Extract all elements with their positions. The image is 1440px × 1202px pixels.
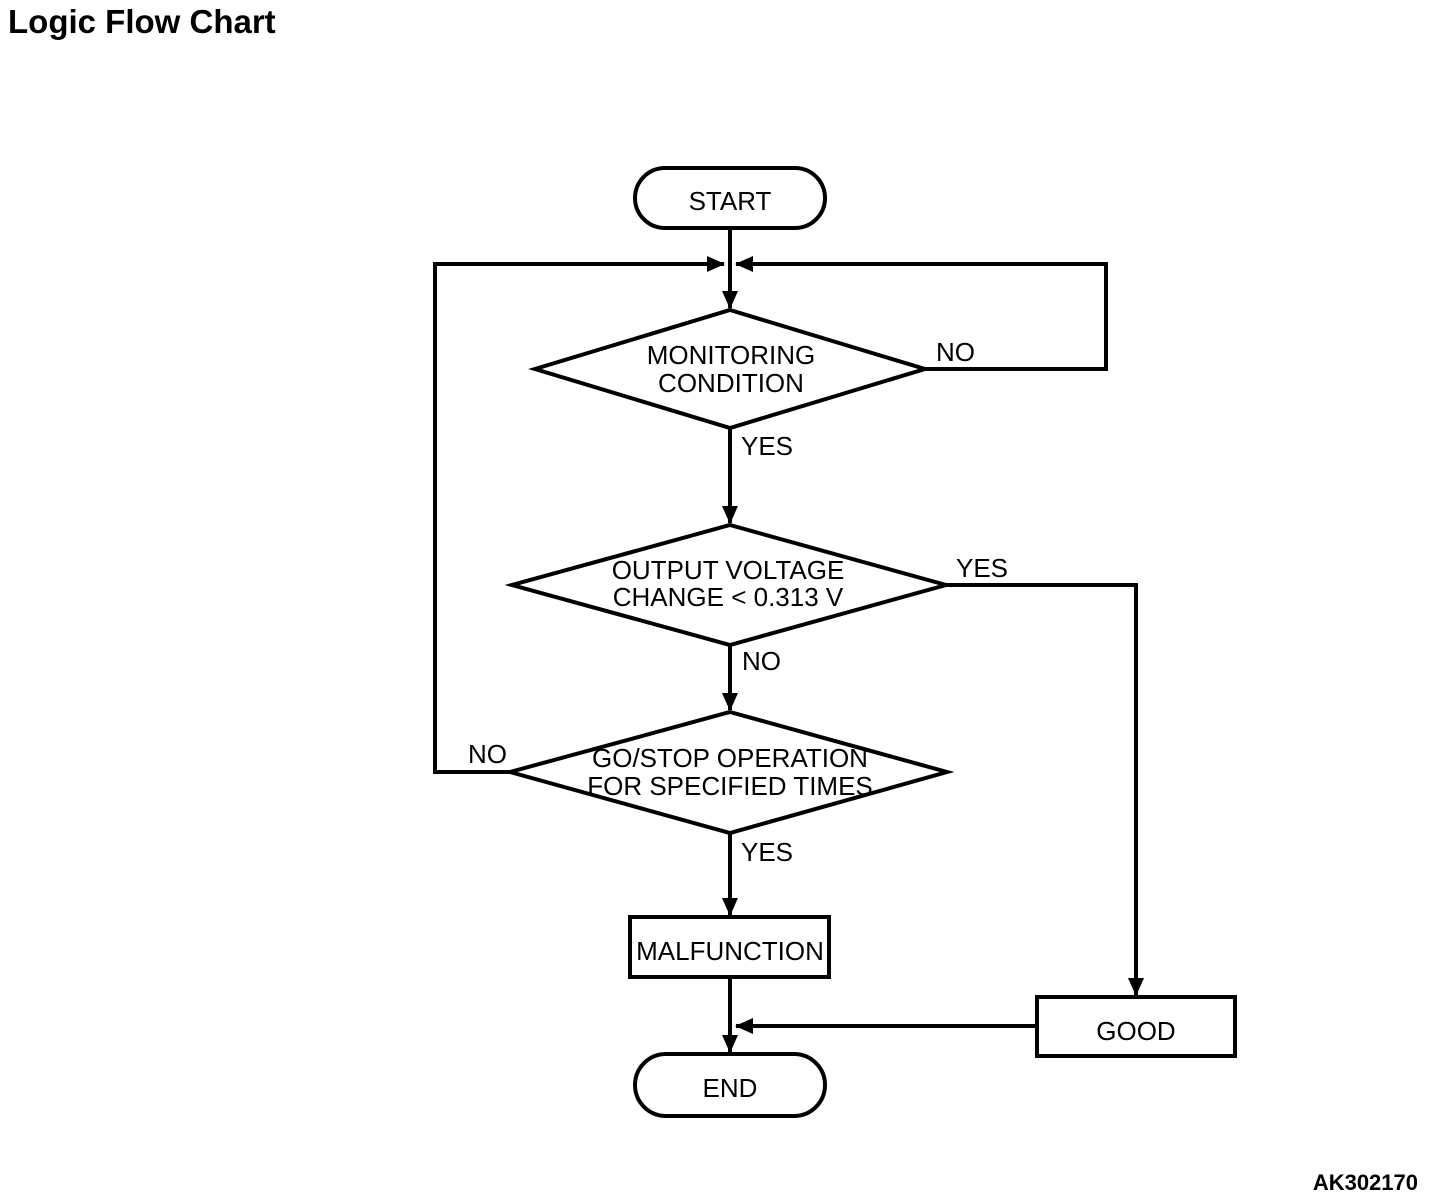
start-node [633, 166, 827, 230]
monitoring-condition-label-line2: CONDITION [658, 368, 804, 398]
edge-gostop-no-loop [433, 256, 725, 774]
end-label: END [703, 1073, 758, 1103]
monitoring-yes-label: YES [741, 431, 793, 461]
output-voltage-label-line2: CHANGE < 0.313 V [613, 582, 844, 612]
monitoring-condition-decision [528, 307, 932, 431]
voltage-yes-label: YES [956, 553, 1008, 583]
good-node [1035, 995, 1237, 1058]
voltage-no-label: NO [742, 646, 781, 676]
gostop-no-label: NO [468, 739, 507, 769]
go-stop-operation-label-line1: GO/STOP OPERATION [592, 743, 868, 773]
monitoring-no-label: NO [936, 337, 975, 367]
monitoring-condition-label-line1: MONITORING [647, 340, 816, 370]
malfunction-label: MALFUNCTION [636, 936, 824, 966]
good-label: GOOD [1096, 1016, 1175, 1046]
malfunction-node [628, 915, 831, 979]
go-stop-operation-label-line2: FOR SPECIFIED TIMES [587, 771, 873, 801]
end-node [633, 1052, 827, 1118]
figure-code: AK302170 [1312, 1170, 1418, 1195]
gostop-yes-label: YES [741, 837, 793, 867]
edge-monitoring-no-loop [735, 256, 1108, 371]
output-voltage-decision [504, 522, 954, 648]
page-title: Logic Flow Chart [8, 3, 276, 40]
output-voltage-label-line1: OUTPUT VOLTAGE [612, 555, 845, 585]
edge-voltage-yes-to-good [946, 583, 1144, 996]
start-label: START [689, 186, 772, 216]
go-stop-operation-decision [502, 709, 955, 836]
